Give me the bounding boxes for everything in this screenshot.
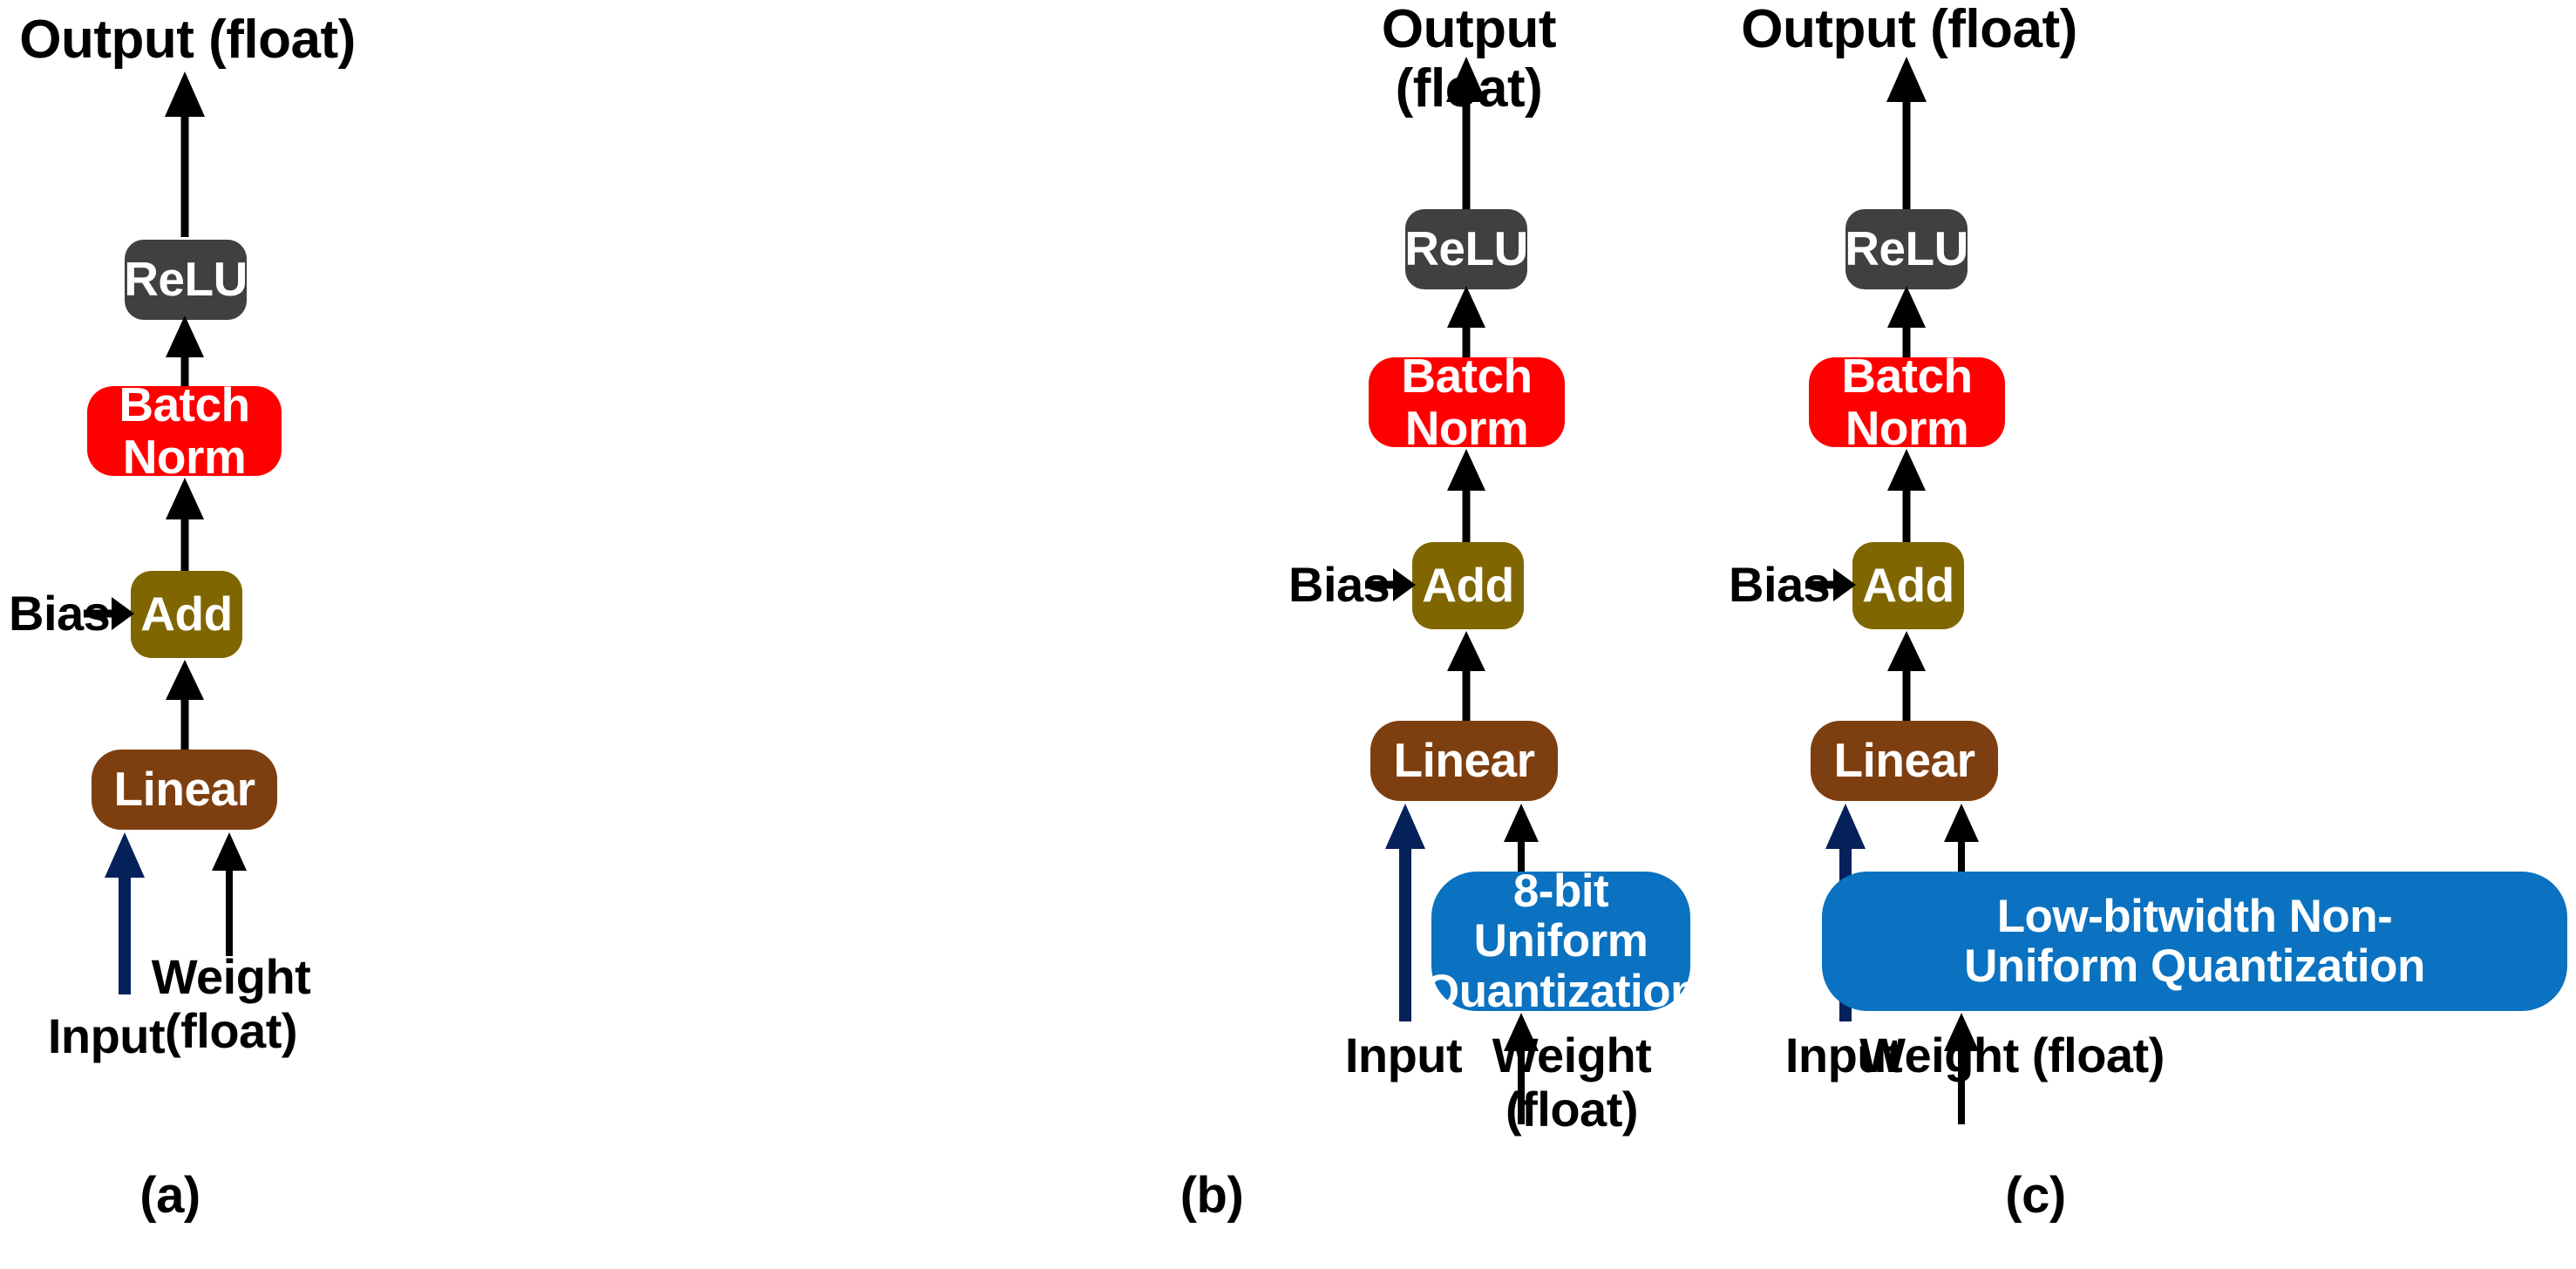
batch-norm-box-a[interactable]: Batch Norm <box>87 378 282 482</box>
arrow-quant-to-linear-b <box>1504 804 1539 882</box>
panel-b: Output (float) ReLU Batch Norm Add Bias … <box>785 0 1700 1269</box>
input-label-c: Input <box>1784 1028 1903 1082</box>
output-label-c: Output (float) <box>1741 0 2077 59</box>
arrow-input-to-linear-b <box>1385 804 1425 1021</box>
weight-label-a: Weight (float) <box>151 949 311 1058</box>
linear-box-b[interactable]: Linear <box>1370 721 1558 801</box>
arrow-weight-to-quant-b <box>1504 1013 1539 1124</box>
arrow-linear-to-add-c <box>1887 631 1926 723</box>
arrow-input-to-linear-a <box>105 832 145 994</box>
arrow-bias-to-add-c <box>1805 568 1856 601</box>
arrow-batchnorm-to-relu-b <box>1447 286 1485 364</box>
output-label-a: Output (float) <box>19 10 356 70</box>
quantization-box-b[interactable]: 8-bit Uniform Quantization <box>1424 865 1698 1017</box>
arrow-weight-to-linear-a <box>212 832 247 956</box>
weight-label-b: Weight (float) <box>1492 1028 1652 1137</box>
arrow-bias-to-add-a <box>84 597 134 630</box>
arrow-add-to-batchnorm-a <box>166 478 204 572</box>
relu-box-a[interactable]: ReLU <box>124 240 248 320</box>
quantization-box-c[interactable]: Low-bitwidth Non- Uniform Quantization <box>1822 872 2567 1011</box>
add-box-b[interactable]: Add <box>1412 542 1524 629</box>
arrow-add-to-batchnorm-c <box>1887 449 1926 543</box>
relu-box-b[interactable]: ReLU <box>1404 209 1528 289</box>
linear-box-c[interactable]: Linear <box>1811 721 1998 801</box>
arrow-bias-to-add-b <box>1365 568 1416 601</box>
caption-b: (b) <box>1179 1167 1244 1224</box>
caption-c: (c) <box>2005 1167 2066 1224</box>
arrow-add-to-batchnorm-b <box>1447 449 1485 543</box>
panel-a: Output (float) ReLU Batch Norm Add Bias … <box>0 0 610 1269</box>
add-box-a[interactable]: Add <box>131 571 242 658</box>
input-label-b: Input <box>1344 1028 1463 1082</box>
weight-label-c: Weight (float) <box>1859 1028 2165 1082</box>
batch-norm-box-b[interactable]: Batch Norm <box>1369 349 1565 453</box>
arrow-relu-to-output-a <box>165 71 205 237</box>
linear-box-a[interactable]: Linear <box>92 750 277 830</box>
input-label-a: Input <box>47 1008 166 1063</box>
arrow-linear-to-add-b <box>1447 631 1485 723</box>
relu-box-c[interactable]: ReLU <box>1845 209 1968 289</box>
arrow-relu-to-output-b <box>1446 57 1486 215</box>
arrow-quant-to-linear-c <box>1944 804 1979 882</box>
arrow-linear-to-add-a <box>166 660 204 752</box>
panel-c: Output (float) ReLU Batch Norm Add Bias … <box>1700 0 2576 1269</box>
arrow-batchnorm-to-relu-c <box>1887 286 1926 364</box>
add-box-c[interactable]: Add <box>1852 542 1964 629</box>
caption-a: (a) <box>139 1167 201 1224</box>
arrow-weight-to-quant-c <box>1944 1013 1979 1124</box>
arrow-relu-to-output-c <box>1886 57 1927 215</box>
arrow-batchnorm-to-relu-a <box>166 316 204 394</box>
batch-norm-box-c[interactable]: Batch Norm <box>1809 349 2005 453</box>
